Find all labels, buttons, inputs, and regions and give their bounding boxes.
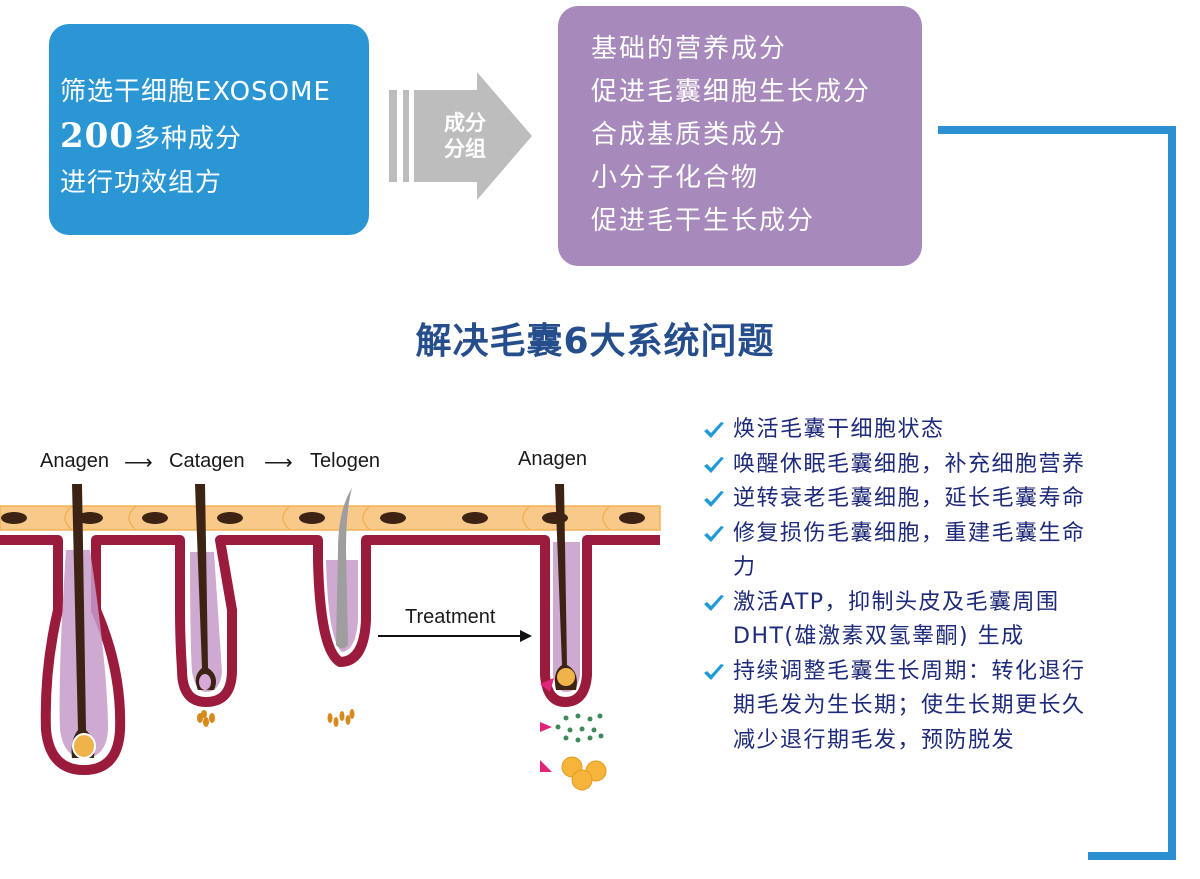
skin-cell-borders <box>64 505 611 531</box>
treatment-arrowhead-icon <box>520 630 532 642</box>
stage-label-anagen: Anagen <box>40 450 109 472</box>
dermis-follicle-outline <box>0 535 660 775</box>
ingredient-groups-box: 基础的营养成分 促进毛囊细胞生长成分 合成基质类成分 小分子化合物 促进毛干生长… <box>558 6 922 266</box>
ingredient-group-item: 促进毛干生长成分 <box>591 206 816 236</box>
hair-cycle-diagram: Anagen ⟶ Catagen ⟶ Telogen Anagen Treatm… <box>0 440 670 800</box>
catagen-hair-shaft <box>195 484 216 690</box>
anagen-hair-bulb <box>72 733 96 759</box>
exosome-screening-box: 筛选干细胞EXOSOME 200多种成分 进行功效组方 <box>49 24 369 235</box>
treatment-label: Treatment <box>405 606 496 628</box>
benefit-text: 期毛发为生长期；使生长期更长久 <box>733 693 1086 718</box>
check-icon <box>703 655 733 689</box>
benefits-list: 焕活毛囊干细胞状态 唤醒休眠毛囊细胞，补充细胞营养 逆转衰老毛囊细胞，延长毛囊寿… <box>703 413 1143 758</box>
blue-box-line-2: 200多种成分 <box>60 114 369 161</box>
regrown-hair-shaft <box>554 484 577 690</box>
benefit-text: 减少退行期毛发，预防脱发 <box>733 727 1016 753</box>
benefit-text: DHT(雄激素双氢睾酮) 生成 <box>733 624 1025 649</box>
anagen-hair-shaft <box>71 484 95 758</box>
dermal-papilla-cells <box>197 709 355 727</box>
benefit-item: 修复损伤毛囊细胞，重建毛囊生命 力 <box>703 517 1143 586</box>
telogen-hair-shaft <box>336 488 352 649</box>
benefit-text: 逆转衰老毛囊细胞，延长毛囊寿命 <box>733 486 1086 511</box>
blue-box-line-3: 进行功效组方 <box>60 168 223 198</box>
stage-arrow-icon: ⟶ <box>124 452 153 474</box>
stage-arrow-icon: ⟶ <box>264 452 293 474</box>
check-icon <box>703 482 733 516</box>
benefit-item: 逆转衰老毛囊细胞，延长毛囊寿命 <box>703 482 1143 517</box>
benefit-item: 持续调整毛囊生长周期：转化退行 期毛发为生长期；使生长期更长久 减少退行期毛发，… <box>703 655 1143 759</box>
benefit-text: 修复损伤毛囊细胞，重建毛囊生命 <box>733 520 1086 546</box>
pink-marker-icon <box>540 678 554 692</box>
ingredient-count: 200 <box>60 116 134 156</box>
stage-label-catagen: Catagen <box>169 450 245 472</box>
cell-nuclei <box>1 512 645 524</box>
arrow-label-line-2: 分组 <box>444 137 486 161</box>
stage-label-telogen: Telogen <box>310 450 381 472</box>
ingredient-group-item: 基础的营养成分 <box>591 34 788 64</box>
pink-marker-icon <box>540 760 552 772</box>
benefit-text: 激活ATP，抑制头皮及毛囊周围 <box>733 589 1060 615</box>
benefit-item: 激活ATP，抑制头皮及毛囊周围 DHT(雄激素双氢睾酮) 生成 <box>703 586 1143 655</box>
benefit-item: 唤醒休眠毛囊细胞，补充细胞营养 <box>703 448 1143 483</box>
ingredient-group-item: 小分子化合物 <box>591 163 760 193</box>
benefit-text: 唤醒休眠毛囊细胞，补充细胞营养 <box>733 451 1086 477</box>
grouping-arrow-label: 成分 分组 <box>436 110 494 162</box>
check-icon <box>703 448 733 482</box>
connector-bracket <box>938 126 1176 860</box>
hair-cycle-illustration <box>0 484 661 791</box>
benefit-item: 焕活毛囊干细胞状态 <box>703 413 1143 448</box>
regrown-hair-bulb <box>557 668 575 686</box>
benefit-text: 焕活毛囊干细胞状态 <box>733 417 945 442</box>
ingredient-group-item: 合成基质类成分 <box>591 120 788 150</box>
check-icon <box>703 586 733 620</box>
section-title: 解决毛囊6大系统问题 <box>415 321 775 362</box>
benefit-text: 力 <box>733 555 757 580</box>
ingredient-group-item: 促进毛囊细胞生长成分 <box>591 77 872 107</box>
exosome-vesicles <box>561 756 607 791</box>
check-icon <box>703 517 733 551</box>
ingredient-count-label: 多种成分 <box>133 124 242 154</box>
catagen-hair-bulb <box>199 674 211 690</box>
pink-marker-icon <box>540 722 552 732</box>
growth-factor-particles <box>555 713 604 743</box>
grouping-arrow-icon <box>389 72 532 200</box>
arrow-label-line-1: 成分 <box>444 111 486 135</box>
check-icon <box>703 413 733 447</box>
blue-box-line-1: 筛选干细胞EXOSOME <box>60 77 331 107</box>
stage-label-anagen-after: Anagen <box>518 448 587 470</box>
benefit-text: 持续调整毛囊生长周期：转化退行 <box>733 658 1086 684</box>
